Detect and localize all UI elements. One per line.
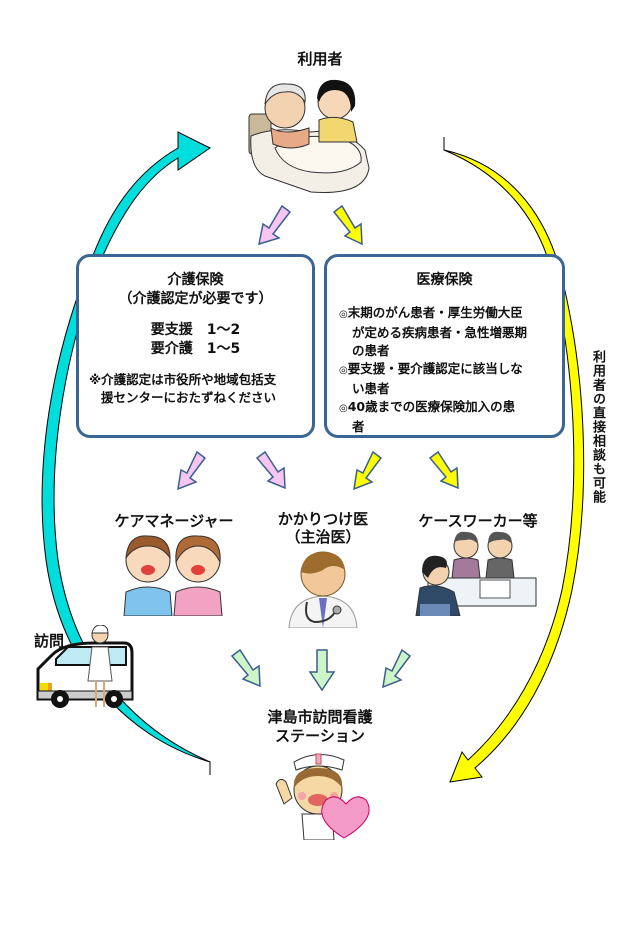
arrow-user-to-kaigo: [258, 204, 292, 246]
iryo-item: ◎40歳までの医療保険加入の患 者: [339, 399, 516, 434]
station-label-line2: ステーション: [275, 727, 365, 745]
kaigo-insurance-box: 介護保険 （介護認定が必要です） 要支援 1～2 要介護 1～5 ※介護認定は市…: [76, 254, 315, 438]
doctor-label-line2: （主治医）: [285, 528, 361, 546]
care-staff-icon: [123, 535, 223, 616]
arrow-kaigo-to-caremanager: [177, 450, 207, 491]
arrow-iryo-to-caseworker: [428, 450, 459, 490]
kaigo-note-line1: ※介護認定は市役所や地域包括支: [89, 372, 277, 387]
kaigo-level-care: 要介護 1～5: [150, 341, 241, 357]
caseworker-label: ケースワーカー等: [418, 512, 538, 530]
doctor-icon: [288, 551, 358, 628]
arrow-caremanager-to-station: [230, 648, 261, 688]
doctor-label-line1: かかりつけ医: [277, 510, 369, 528]
iryo-insurance-box: 医療保険 ◎末期のがん患者・厚生労働大臣 が定める疾病患者・急性増悪期 の患者 …: [324, 254, 565, 438]
arrow-user-to-iryo: [332, 204, 363, 246]
kaigo-level-support: 要支援 1～2: [150, 322, 241, 338]
elderly-patient-in-bed-icon: [248, 79, 370, 193]
iryo-item: ◎要支援・要介護認定に該当しな い患者: [339, 361, 523, 396]
nurse-van-icon: [36, 625, 134, 708]
bullet-icon: ◎: [339, 403, 348, 414]
care-manager-label: ケアマネージャー: [114, 512, 234, 530]
kaigo-title: 介護保険: [167, 272, 224, 288]
arrow-iryo-to-doctor: [353, 450, 383, 491]
kaigo-note-line2: 援センターにおたずねください: [101, 390, 277, 405]
yellow-loop-arrow: [443, 137, 585, 783]
visit-label: 訪問: [34, 632, 65, 650]
consultation-icon: [415, 531, 537, 616]
arrow-kaigo-to-doctor: [255, 450, 286, 490]
bullet-icon: ◎: [339, 309, 348, 320]
station-label-line1: 津島市訪問看護: [267, 708, 373, 726]
iryo-title: 医療保険: [416, 272, 473, 288]
kaigo-subtitle: （介護認定が必要です）: [118, 291, 273, 307]
user-label: 利用者: [297, 50, 343, 68]
arrow-caseworker-to-station: [382, 648, 412, 689]
nurse-holding-heart-icon: [275, 753, 370, 840]
arrow-doctor-to-station: [308, 649, 336, 692]
iryo-item: ◎末期のがん患者・厚生労働大臣 が定める疾病患者・急性増悪期 の患者: [339, 305, 528, 358]
side-note: 利用者の直接相談も可能: [590, 350, 605, 504]
bullet-icon: ◎: [339, 365, 348, 376]
